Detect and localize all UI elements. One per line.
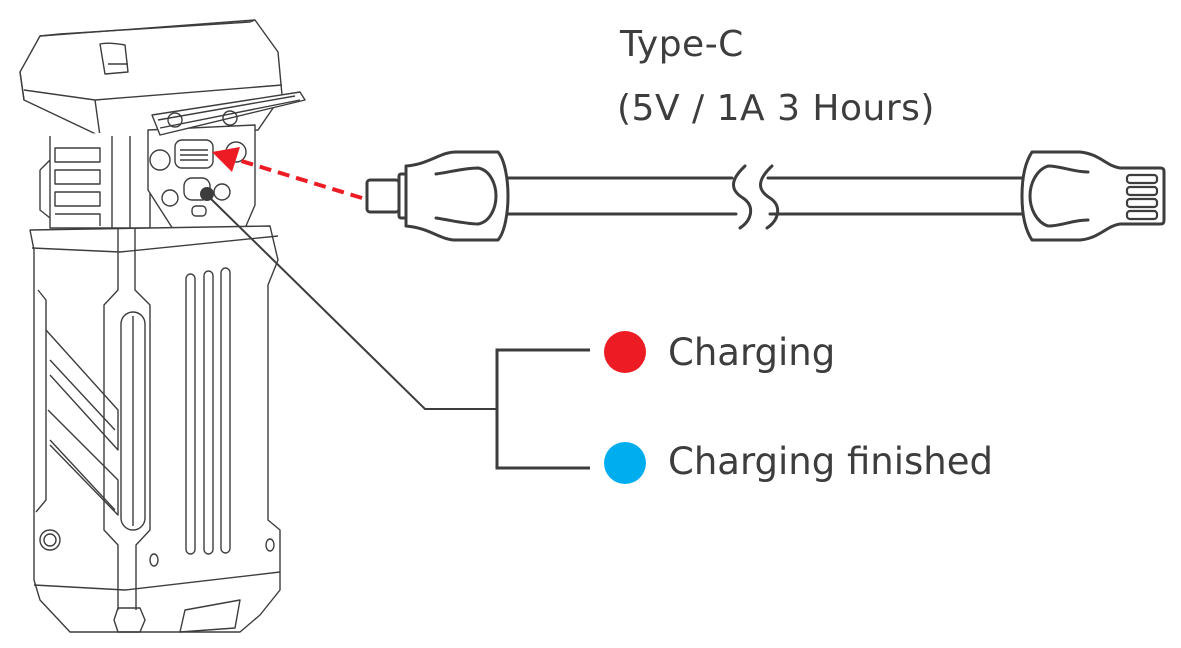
arrow-dashed-line	[237, 158, 363, 200]
usb-a-contacts	[1125, 173, 1159, 221]
cable-break-mark	[759, 164, 779, 230]
callout-lines	[207, 195, 590, 470]
callout-bracket	[495, 348, 590, 470]
status-finished-label: Charging finished	[668, 440, 993, 483]
arrow-head-icon	[212, 147, 240, 172]
device-neck	[39, 130, 151, 229]
device-body	[29, 225, 281, 633]
cable-spec-label: (5V / 1A 3 Hours)	[617, 88, 935, 129]
cable-type-label: Type-C	[620, 24, 744, 65]
usb-a-plug	[1020, 150, 1166, 242]
vent-slot	[220, 267, 231, 554]
device-top-cap	[19, 19, 283, 137]
callout-leader-line	[207, 195, 497, 410]
cable-break-mark	[732, 164, 752, 230]
type-c-plug	[365, 150, 510, 242]
blue-status-dot-icon	[604, 442, 646, 484]
usb-c-port	[174, 139, 214, 169]
insert-arrow	[212, 147, 363, 200]
vent-slot	[203, 270, 214, 555]
vent-slot	[185, 273, 196, 555]
cable-wire	[506, 176, 738, 216]
red-status-dot-icon	[604, 331, 646, 373]
status-charging-label: Charging	[668, 331, 836, 374]
cable-wire	[766, 176, 1024, 216]
type-c-cable	[365, 150, 1166, 242]
device-illustration	[19, 19, 306, 633]
